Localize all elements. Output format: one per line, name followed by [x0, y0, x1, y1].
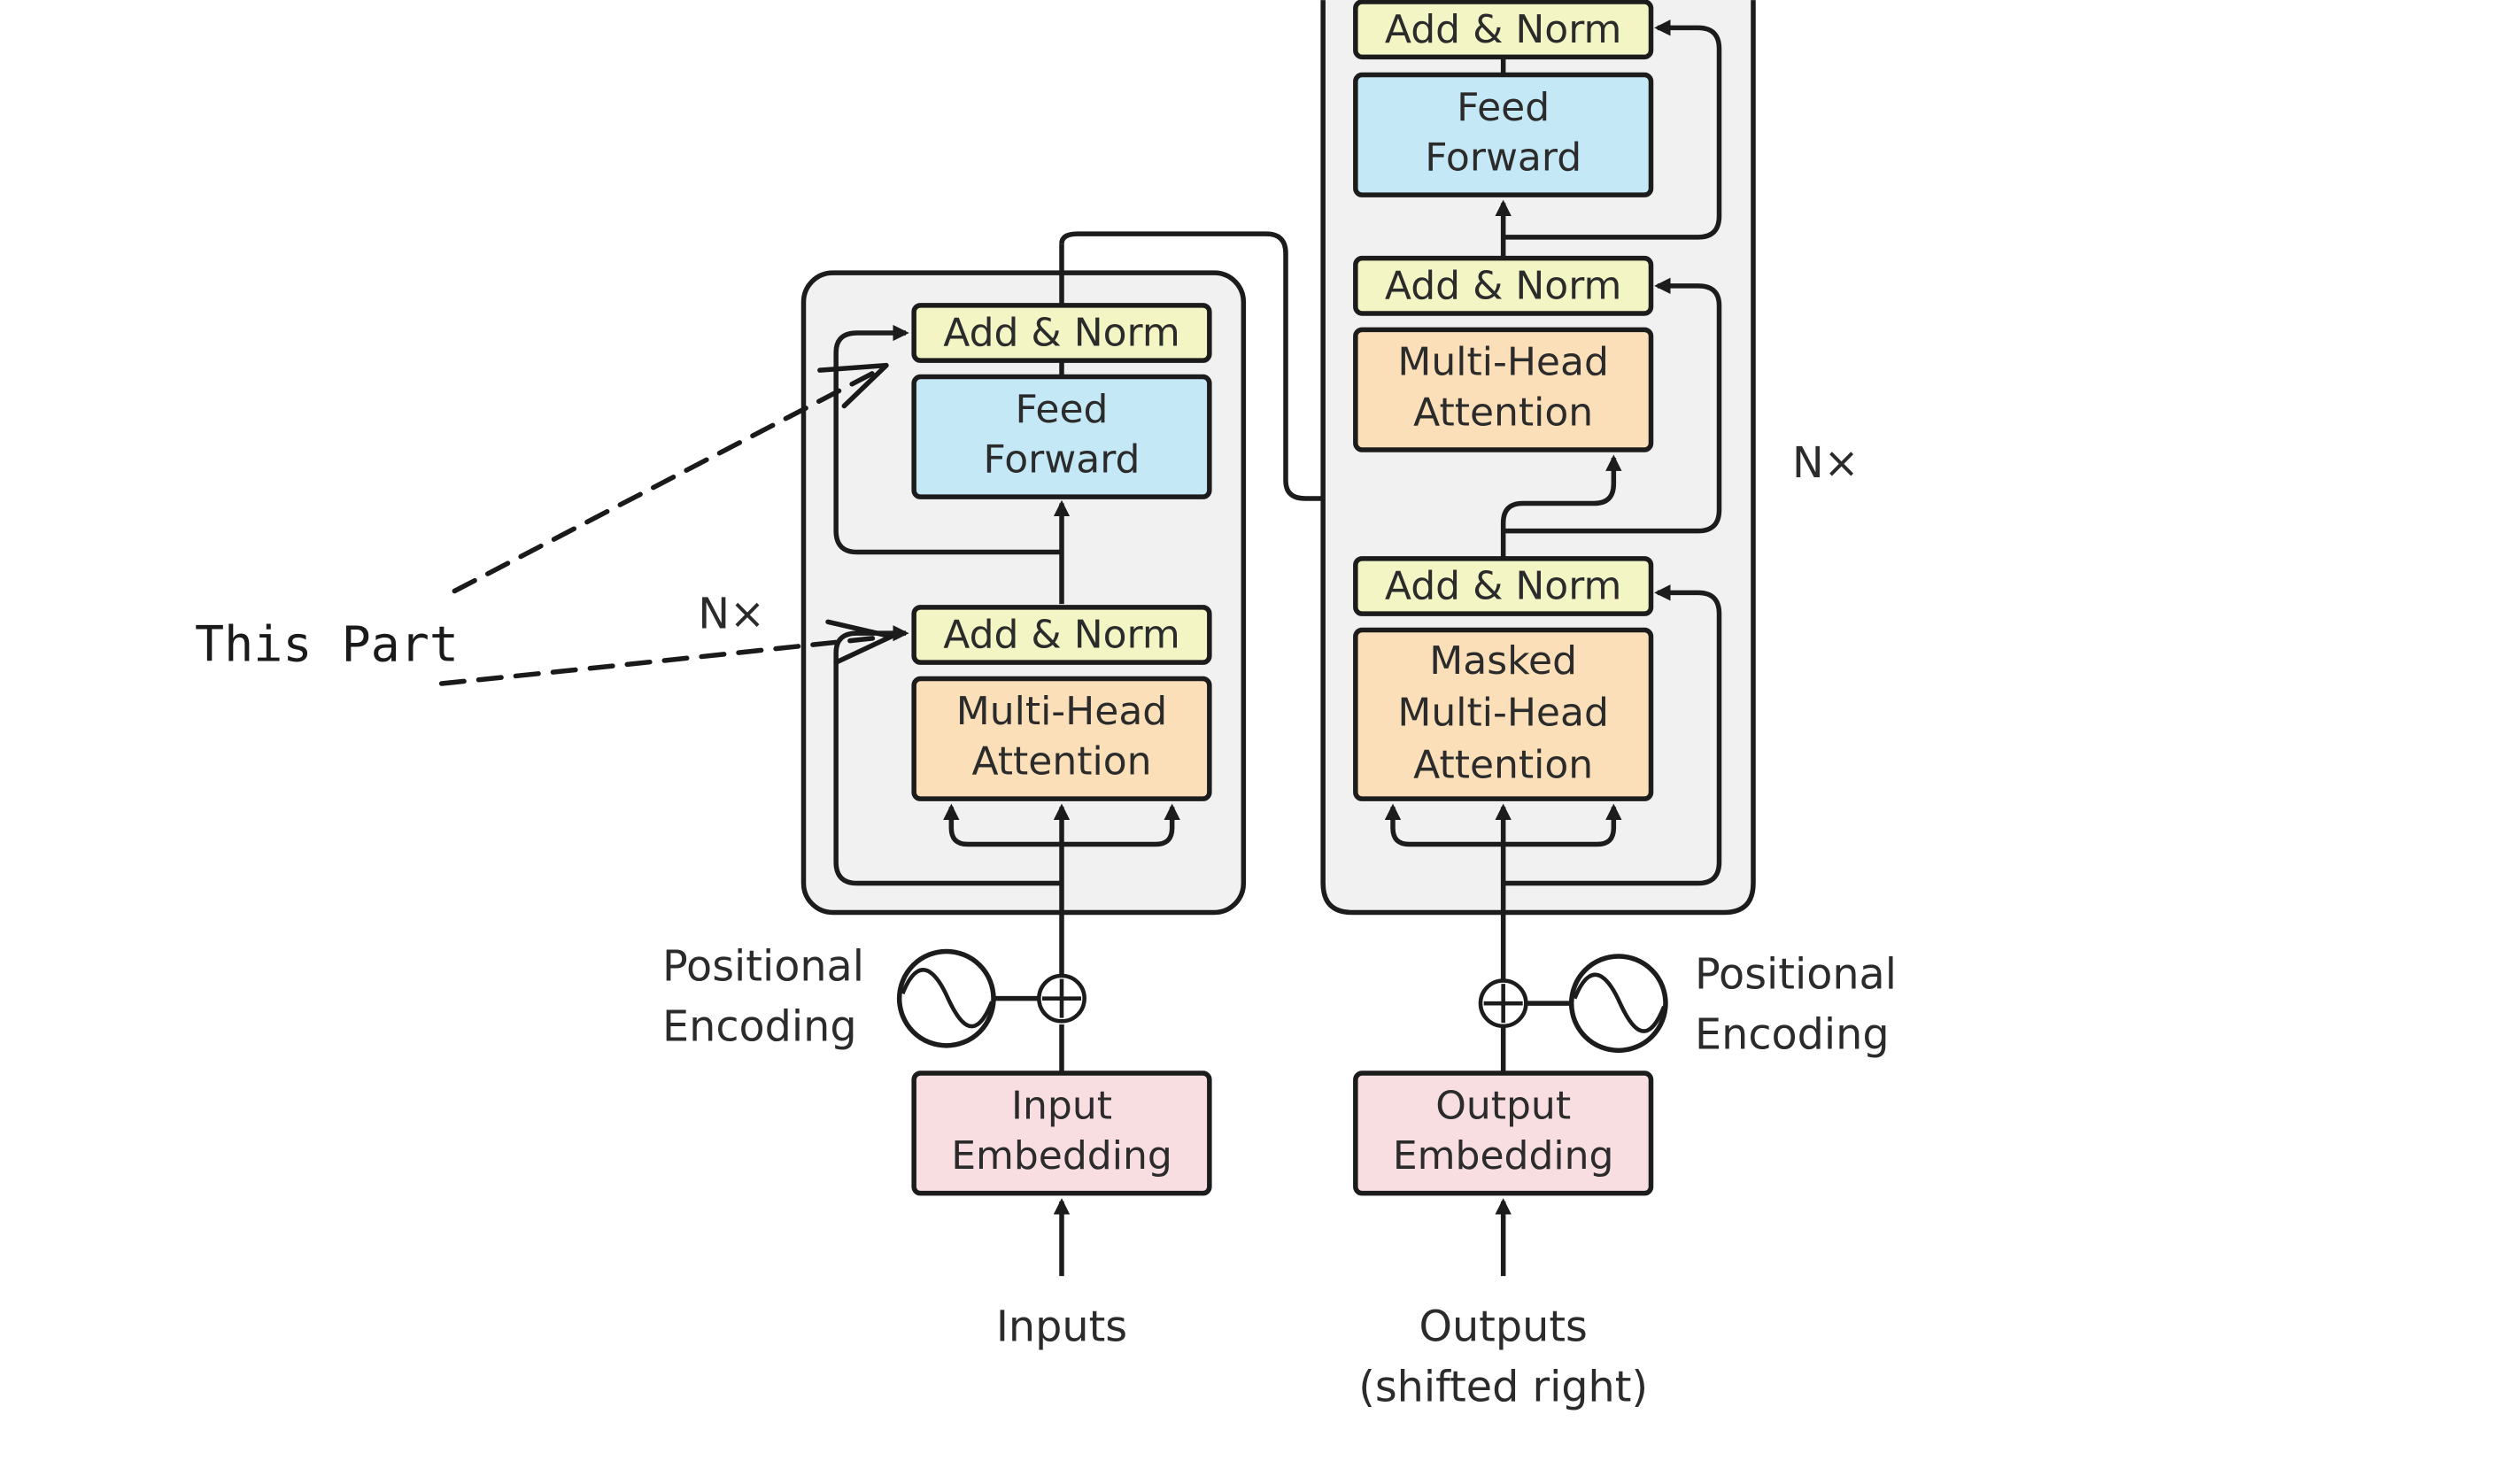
- encoder-repeat-label: N×: [698, 591, 765, 639]
- annotation-label: This Part: [195, 615, 459, 672]
- outputs-label-line1: Outputs: [1419, 1303, 1587, 1352]
- decoder-feed-forward-line1: Feed: [1457, 85, 1550, 130]
- decoder-connectors: [1384, 19, 1722, 1277]
- decoder-attention-line2: Attention: [1413, 390, 1593, 436]
- decoder-add-norm-bottom-label: Add & Norm: [1385, 564, 1621, 609]
- annotation-arrows: [438, 362, 894, 686]
- decoder-pe-label-line1: Positional: [1695, 951, 1897, 1000]
- output-embedding-line1: Output: [1435, 1083, 1571, 1128]
- decoder-plus-icon: [1483, 984, 1523, 1024]
- encoder-multi-head-attention: [911, 676, 1212, 801]
- encoder-add-norm-top: [911, 303, 1212, 363]
- output-embedding-line2: Embedding: [1393, 1133, 1614, 1179]
- input-embedding-line2: Embedding: [951, 1133, 1172, 1179]
- encoder-add-norm-bottom: [911, 605, 1212, 665]
- decoder-feed-forward: [1353, 72, 1654, 197]
- encoder-pe-label-line1: Positional: [662, 943, 864, 992]
- encoder-plus-icon: [1042, 978, 1081, 1018]
- encoder-sine-path: [901, 968, 994, 1029]
- input-embedding-line1: Input: [1011, 1083, 1112, 1128]
- encoder-feed-forward-line2: Forward: [984, 437, 1141, 483]
- decoder-add-norm-mid: [1353, 255, 1654, 316]
- encoder-attention-line2: Attention: [971, 739, 1151, 785]
- output-embedding: [1353, 1070, 1654, 1196]
- encoder-attention-line1: Multi-Head: [956, 689, 1167, 734]
- decoder-pe-label-line2: Encoding: [1695, 1011, 1890, 1060]
- decoder-add-norm-top-label: Add & Norm: [1385, 7, 1621, 52]
- decoder-masked-line1: Masked: [1429, 638, 1577, 684]
- decoder-masked-attention: [1353, 627, 1654, 801]
- encoder-add-norm-top-label: Add & Norm: [943, 311, 1179, 356]
- decoder-add-norm-mid-label: Add & Norm: [1385, 264, 1621, 309]
- inputs-label: Inputs: [996, 1303, 1127, 1352]
- decoder-multi-head-attention: [1353, 327, 1654, 452]
- decoder-sine-path: [1573, 972, 1666, 1033]
- decoder-attention-line1: Multi-Head: [1397, 340, 1608, 385]
- decoder-add-norm-bottom: [1353, 556, 1654, 616]
- encoder-pe-label-line2: Encoding: [662, 1002, 857, 1051]
- encoder-add-norm-bottom-label: Add & Norm: [943, 613, 1179, 658]
- input-embedding: [911, 1070, 1212, 1196]
- decoder-masked-line2: Multi-Head: [1397, 691, 1608, 736]
- decoder-feed-forward-line2: Forward: [1425, 135, 1581, 181]
- encoder-feed-forward-line1: Feed: [1016, 387, 1109, 432]
- outputs-label-line2: (shifted right): [1358, 1363, 1648, 1411]
- decoder-add-norm-top: [1353, 0, 1654, 60]
- decoder-masked-line3: Attention: [1413, 742, 1593, 787]
- encoder-feed-forward: [911, 374, 1212, 499]
- decoder-repeat-label: N×: [1792, 439, 1860, 488]
